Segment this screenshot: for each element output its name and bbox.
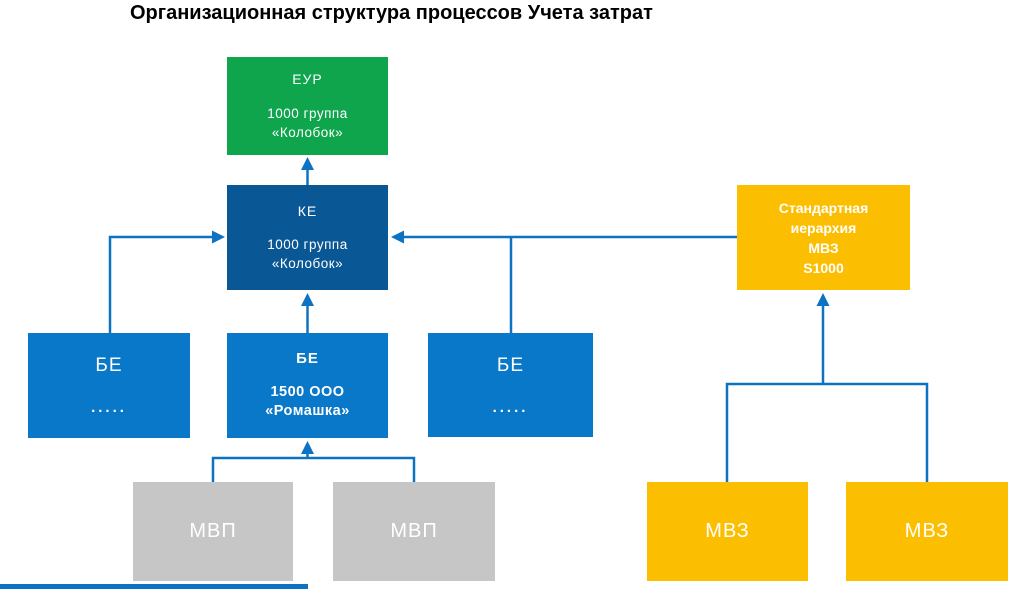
node-std-line4: S1000 [803, 259, 844, 276]
node-be-left-dots: ..... [91, 399, 127, 416]
node-ke: КЕ 1000 группа «Колобок» [227, 185, 388, 290]
connector-mvp-to-be [211, 456, 416, 482]
node-mvp-right-label: МВП [390, 520, 438, 542]
node-eur-name-line1: 1000 группа [267, 105, 348, 121]
arrowhead-left-ke [391, 230, 404, 244]
node-mvp-left: МВП [133, 482, 293, 581]
node-be-left: БЕ ..... [28, 333, 190, 438]
node-be-right-code: БЕ [496, 354, 525, 376]
node-be-center: БЕ 1500 ООО «Ромашка» [227, 333, 388, 438]
arrowhead-up-eur [301, 157, 314, 170]
node-std-line2: иерархия [790, 219, 857, 236]
diagram-title: Организационная структура процессов Учет… [130, 2, 653, 24]
node-be-right: БЕ ..... [428, 333, 593, 437]
node-mvz-left-label: МВЗ [705, 520, 750, 542]
node-ke-code: КЕ [297, 202, 318, 219]
connector-be-left-to-ke [108, 235, 213, 333]
node-mvz-right: МВЗ [846, 482, 1008, 581]
arrowhead-right-ke [212, 230, 225, 244]
connector-mvz-to-std [725, 382, 929, 482]
node-mvz-left: МВЗ [647, 482, 808, 581]
node-be-center-name-line2: «Ромашка» [265, 403, 350, 419]
node-std-line1: Стандартная [778, 199, 869, 216]
node-mvp-left-label: МВП [189, 520, 237, 542]
arrowhead-up-be-center [301, 441, 314, 454]
node-mvz-right-label: МВЗ [904, 520, 950, 542]
node-std-line3: МВЗ [808, 239, 839, 256]
node-eur: ЕУР 1000 группа «Колобок» [227, 57, 388, 155]
node-ke-name-line1: 1000 группа [267, 236, 348, 252]
node-be-center-name-line1: 1500 ООО [270, 384, 345, 400]
node-be-left-code: БЕ [95, 355, 123, 376]
node-mvp-right: МВП [333, 482, 495, 581]
arrowhead-up-std [816, 293, 830, 306]
node-eur-name-line2: «Колобок» [271, 124, 344, 140]
arrowhead-up-ke [301, 293, 314, 306]
node-std-hierarchy: Стандартная иерархия МВЗ S1000 [737, 185, 910, 290]
bottom-edge-line [0, 584, 308, 589]
node-be-right-dots: ..... [492, 398, 529, 416]
node-be-center-code: БЕ [296, 350, 319, 367]
node-eur-code: ЕУР [292, 70, 323, 87]
node-ke-name-line2: «Колобок» [271, 255, 344, 271]
